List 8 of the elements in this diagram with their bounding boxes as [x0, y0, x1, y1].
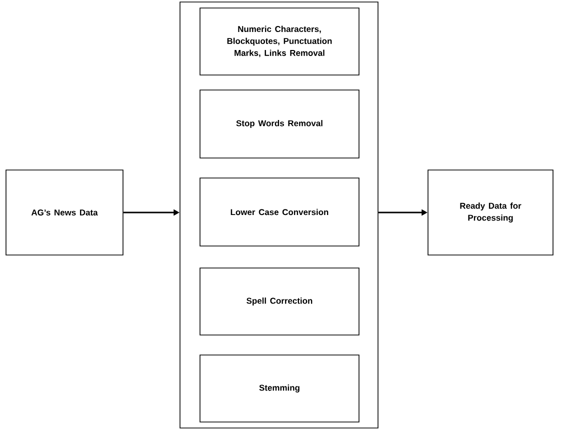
process-box: Lower Case Conversion: [200, 178, 360, 246]
process-box: Numeric Characters, Blockquotes, Punctuation Marks, Links Removal: [200, 8, 360, 76]
process-box: Stop Words Removal: [200, 90, 360, 158]
process-box: Ready Data for Processing: [428, 170, 554, 256]
process-box: Stemming: [200, 354, 360, 422]
process-box: Spell Correction: [200, 268, 360, 336]
process-box: AG’s News Data: [6, 170, 124, 256]
container-box: [180, 2, 378, 428]
